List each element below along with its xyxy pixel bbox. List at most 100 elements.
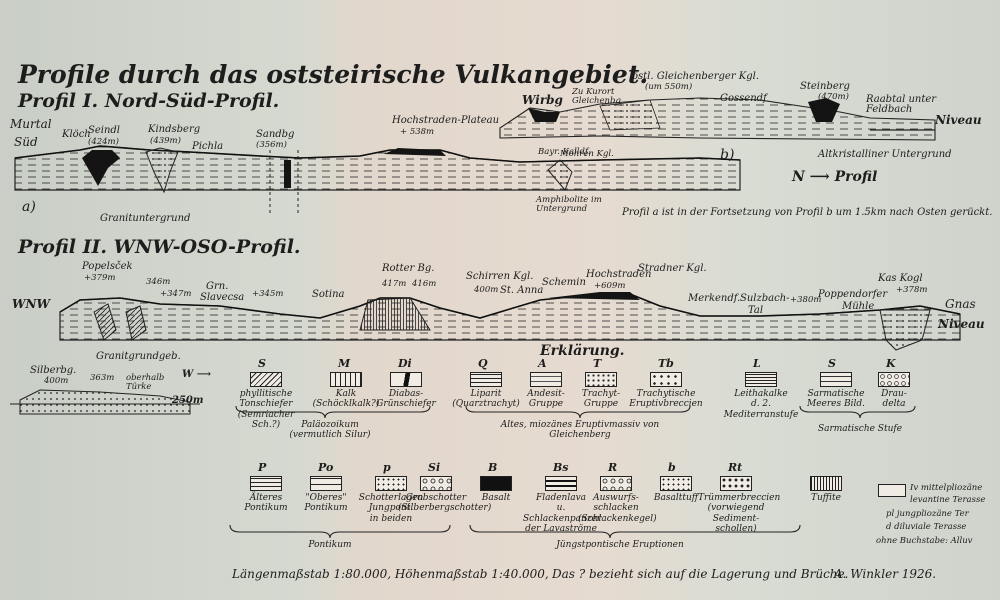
- legend-row2-swatch: [375, 476, 407, 491]
- legend-row1-symbol: M: [338, 357, 351, 370]
- place-label: (um 550m): [645, 82, 693, 92]
- profile-2-heading: Profil II. WNW-OSO-Profil.: [18, 236, 301, 258]
- place-label: 400m: [474, 285, 499, 295]
- north-arrow-label: N ⟶ Profil: [792, 169, 878, 185]
- footer-scale: Längenmaßstab 1:80.000, Höhenmaßstab 1:4…: [232, 567, 549, 581]
- place-label: Tal: [748, 305, 764, 316]
- legend-group: Sarmatische Stufe: [817, 424, 903, 434]
- legend-row2-swatch: [310, 476, 342, 491]
- place-label: Poppendorfer: [818, 289, 888, 300]
- place-label: Raabtal unter Feldbach: [866, 94, 937, 115]
- legend-row1-text: phyllitische Tonschiefer (Semriacher Sch…: [237, 389, 295, 431]
- place-label: +378m: [896, 285, 928, 295]
- place-label: Popelsček: [82, 261, 133, 272]
- legend-row1-symbol: L: [753, 357, 761, 370]
- legend-row2-swatch: [250, 476, 282, 491]
- legend-terrace: Iv mittelpliozäne: [910, 483, 983, 493]
- niveau-label: Niveau: [938, 317, 985, 331]
- profile-1-part-b: b): [720, 147, 735, 163]
- legend-swatch-terrace: [878, 484, 906, 497]
- legend-row1-text: Trachyt- Gruppe: [581, 389, 621, 410]
- place-label: +380m: [790, 295, 822, 305]
- place-label: Steinberg: [800, 81, 850, 92]
- place-label: (424m): [88, 137, 119, 147]
- legend-heading: Erklärung.: [540, 343, 625, 359]
- profile-1-heading: Profil I. Nord-Süd-Profil.: [18, 90, 280, 112]
- legend-row1-text: Andesit- Gruppe: [527, 389, 565, 410]
- legend-row1-symbol: Tb: [658, 357, 674, 370]
- legend-terrace: d diluviale Terasse: [886, 522, 967, 532]
- legend-row2-text: Älteres Pontikum: [244, 493, 288, 514]
- place-label: Slavecsa: [200, 292, 245, 303]
- place-label: Seindl: [88, 125, 121, 136]
- legend-row1-swatch: [470, 372, 502, 387]
- place-label: Mühle: [842, 301, 875, 312]
- legend-row2-text: Tuffite: [811, 493, 841, 503]
- place-label: 346m: [146, 277, 171, 287]
- place-label: +345m: [252, 289, 284, 299]
- place-label: Schirren Kgl.: [466, 271, 534, 282]
- niveau-label: Niveau: [935, 113, 982, 127]
- legend-row1-swatch: [820, 372, 852, 387]
- place-label: östl. Gleichenberger Kgl.: [632, 71, 760, 82]
- subsurface-label: Amphibolite im Untergrund: [536, 195, 602, 214]
- legend-row1-symbol: K: [886, 357, 896, 370]
- profile-1-left-bottom: Süd: [14, 135, 38, 149]
- profile-1-left-top: Murtal: [10, 117, 52, 131]
- legend-row2-swatch: [660, 476, 692, 491]
- legend-group: Paläozoikum (vermutlich Silur): [289, 420, 371, 441]
- place-label: 416m: [412, 279, 437, 289]
- legend-row2-text: Trümmerbreccien (vorwiegend Sediment- sc…: [698, 493, 781, 535]
- legend-row2-symbol: Si: [428, 461, 441, 474]
- legend-row1-symbol: S: [258, 357, 266, 370]
- inset-height: 363m: [90, 373, 115, 383]
- place-label: (470m): [818, 92, 849, 102]
- place-label: Grn.: [206, 281, 229, 292]
- footer-author: A. Winkler 1926.: [834, 567, 937, 581]
- legend-row2-symbol: Po: [318, 461, 334, 474]
- legend-row1-symbol: Di: [398, 357, 412, 370]
- legend-row2-text: Grobschotter (Silberbergschotter): [398, 493, 492, 514]
- legend-group: Pontikum: [308, 540, 352, 550]
- legend-brackets: [229, 405, 916, 539]
- subsurface-label: Bayr. Kalldf.: [538, 147, 591, 157]
- legend-row1-swatch: [250, 372, 282, 387]
- legend-row2-text: Basalttuff: [653, 493, 699, 503]
- place-label: +609m: [594, 281, 626, 291]
- place-label: (439m): [150, 136, 181, 146]
- legend-row2-symbol: p: [383, 461, 391, 474]
- place-label: Rotter Bg.: [382, 263, 435, 274]
- legend-row1-text: Diabas- Grünschiefer: [376, 389, 436, 410]
- legend-row2-symbol: Rt: [728, 461, 743, 474]
- place-label: Sulzbach-: [740, 293, 790, 304]
- legend-row1-swatch: [745, 372, 777, 387]
- profile-2-section: [59, 292, 961, 351]
- footer-note: Das ? bezieht sich auf die Lagerung und …: [552, 567, 849, 581]
- place-label: +347m: [160, 289, 192, 299]
- inset-label: oberhalb Türke: [126, 373, 165, 392]
- legend-row2-swatch: [420, 476, 452, 491]
- place-label: +379m: [84, 273, 116, 283]
- place-label: Hochstraden: [586, 269, 652, 280]
- place-label: Zu Kurort Gleichenbg: [572, 87, 621, 106]
- legend-terrace: ohne Buchstabe: Alluv: [876, 536, 973, 546]
- profile-1b-section: [499, 97, 936, 141]
- legend-row2-swatch: [810, 476, 842, 491]
- legend-group: Altes, miozänes Eruptivmassiv von Gleich…: [500, 420, 660, 441]
- legend-row1-swatch: [878, 372, 910, 387]
- legend-row1-text: Liparit (Quarztrachyt): [452, 389, 520, 410]
- legend-row2-symbol: b: [668, 461, 676, 474]
- place-label: Wirbg: [522, 93, 563, 107]
- profile-note: Profil a ist in der Fortsetzung von Prof…: [622, 207, 993, 218]
- place-label: St. Anna: [500, 285, 544, 296]
- legend-row2-text: Auswurfs- schlacken (Schlackenkegel): [578, 493, 657, 524]
- profile-2-left: WNW: [12, 297, 50, 311]
- subsurface-label: Granituntergrund: [100, 213, 191, 224]
- legend-row2-swatch: [480, 476, 512, 491]
- legend-row1-text: Leithakalke d. 2. Mediterranstufe: [723, 389, 799, 420]
- legend-row1-symbol: S: [828, 357, 836, 370]
- legend-row1-swatch: [330, 372, 362, 387]
- legend-group: Jüngstpontische Eruptionen: [556, 540, 684, 550]
- subsurface-label: Mohren Kgl.: [560, 149, 614, 159]
